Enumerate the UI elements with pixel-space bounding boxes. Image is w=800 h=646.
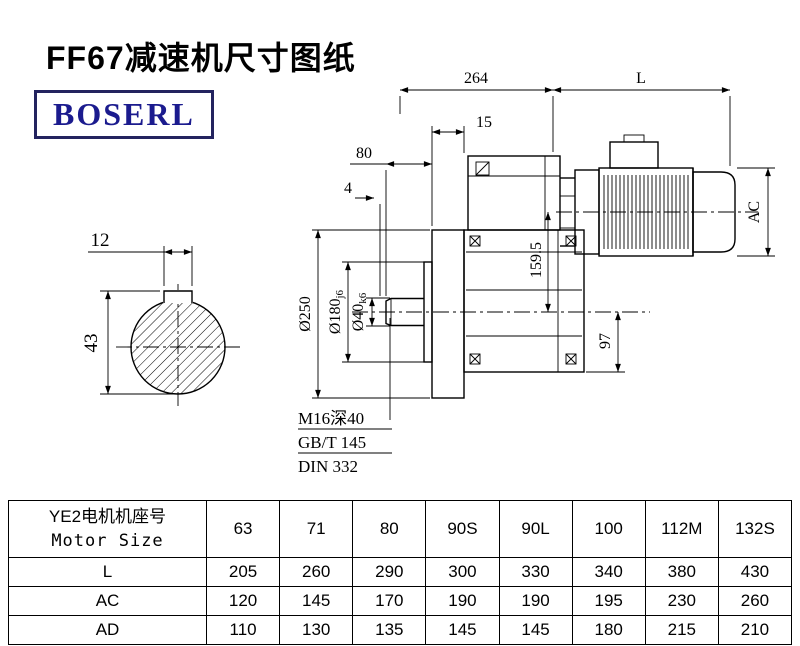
dim-15-label: 15: [476, 114, 492, 131]
dimension-spigot: Ø180j6: [327, 261, 424, 363]
table-cell: 195: [571, 586, 646, 616]
motor-size-header-cell: YE2电机机座号 Motor Size: [8, 500, 207, 558]
dim-spigot-label: Ø180j6: [327, 289, 346, 334]
dimension-159-5: 159.5: [528, 212, 551, 312]
table-cell: 430: [717, 557, 793, 587]
motor: [559, 134, 736, 257]
table-cell: 340: [571, 557, 646, 587]
dimension-keyway-width: 12: [88, 230, 193, 286]
motor-size-label-cn: YE2电机机座号: [48, 507, 167, 526]
standard-gbt-label: GB/T 145: [298, 433, 366, 452]
table-cell: 380: [644, 557, 719, 587]
thread-spec-label: M16深40: [298, 409, 364, 428]
dim-AC-label: AC: [746, 201, 763, 223]
standard-din-label: DIN 332: [298, 457, 358, 476]
size-column-80: 80: [352, 500, 427, 558]
row-label-L: L: [8, 557, 207, 587]
dimension-flange-od: Ø250: [297, 229, 430, 399]
size-column-112m: 112M: [644, 500, 719, 558]
table-cell: 180: [571, 615, 646, 645]
dimension-264: 264: [399, 70, 554, 152]
table-cell: 300: [425, 557, 500, 587]
table-row-AD: AD 110 130 135 145 145 180 215 210: [8, 615, 793, 645]
table-cell: 110: [205, 615, 281, 645]
dim-159-5-label: 159.5: [528, 242, 545, 278]
output-shaft: [385, 297, 424, 327]
table-cell: 190: [498, 586, 573, 616]
thread-annotation: M16深40 GB/T 145 DIN 332: [298, 318, 392, 476]
dim-L-label: L: [636, 70, 646, 87]
table-cell: 120: [205, 586, 281, 616]
dim-keyway-width-label: 12: [91, 230, 110, 251]
housing-bolts: [469, 235, 577, 365]
table-cell: 260: [717, 586, 793, 616]
dim-flange-od-label: Ø250: [297, 296, 314, 332]
table-cell: 145: [279, 586, 354, 616]
dim-keyway-depth-label: 43: [81, 334, 102, 353]
table-cell: 290: [352, 557, 427, 587]
table-cell: 230: [644, 586, 719, 616]
size-column-90s: 90S: [425, 500, 500, 558]
brand-logo: BOSERL: [34, 90, 214, 139]
dim-shaft-dia-label: Ø40k6: [350, 292, 369, 331]
table-header-row: YE2电机机座号 Motor Size 63 71 80 90S 90L 100…: [8, 500, 793, 558]
dimension-97: 97: [586, 312, 625, 373]
dimension-15: 15: [431, 114, 492, 226]
table-cell: 190: [425, 586, 500, 616]
size-column-63: 63: [205, 500, 281, 558]
table-row-L: L 205 260 290 300 330 340 380 430: [8, 557, 793, 587]
table-cell: 130: [279, 615, 354, 645]
mounting-flange: [423, 229, 465, 399]
dim-264-label: 264: [464, 70, 488, 87]
dim-97-label: 97: [597, 333, 614, 349]
table-cell: 135: [352, 615, 427, 645]
row-label-AC: AC: [8, 586, 207, 616]
table-cell: 210: [717, 615, 793, 645]
size-column-100: 100: [571, 500, 646, 558]
dimension-AC: AC: [737, 167, 775, 257]
brand-logo-text: BOSERL: [53, 96, 195, 132]
dim-80-label: 80: [356, 145, 372, 162]
table-cell: 330: [498, 557, 573, 587]
motor-size-label-en: Motor Size: [51, 531, 164, 551]
page-title: FF67减速机尺寸图纸: [46, 40, 356, 77]
table-cell: 215: [644, 615, 719, 645]
table-cell: 145: [498, 615, 573, 645]
table-row-AC: AC 120 145 170 190 190 195 230 260: [8, 586, 793, 616]
gear-housing: [463, 155, 585, 373]
table-cell: 170: [352, 586, 427, 616]
table-cell: 145: [425, 615, 500, 645]
dimension-4: 4: [344, 180, 381, 296]
size-column-132s: 132S: [717, 500, 793, 558]
size-column-71: 71: [279, 500, 354, 558]
table-cell: 205: [205, 557, 281, 587]
dimension-shaft-dia: Ø40k6: [350, 292, 390, 331]
motor-dimension-table: YE2电机机座号 Motor Size 63 71 80 90S 90L 100…: [8, 500, 793, 645]
table-cell: 260: [279, 557, 354, 587]
dimension-80: 80: [350, 145, 432, 296]
dim-4-label: 4: [344, 180, 352, 197]
dimension-L: L: [553, 70, 731, 166]
reducer-side-view: [352, 134, 758, 399]
technical-drawing: 12 43: [81, 70, 775, 476]
size-column-90l: 90L: [498, 500, 573, 558]
dimension-keyway-depth: 43: [81, 290, 176, 395]
row-label-AD: AD: [8, 615, 207, 645]
shaft-bore-section-view: [116, 284, 240, 406]
